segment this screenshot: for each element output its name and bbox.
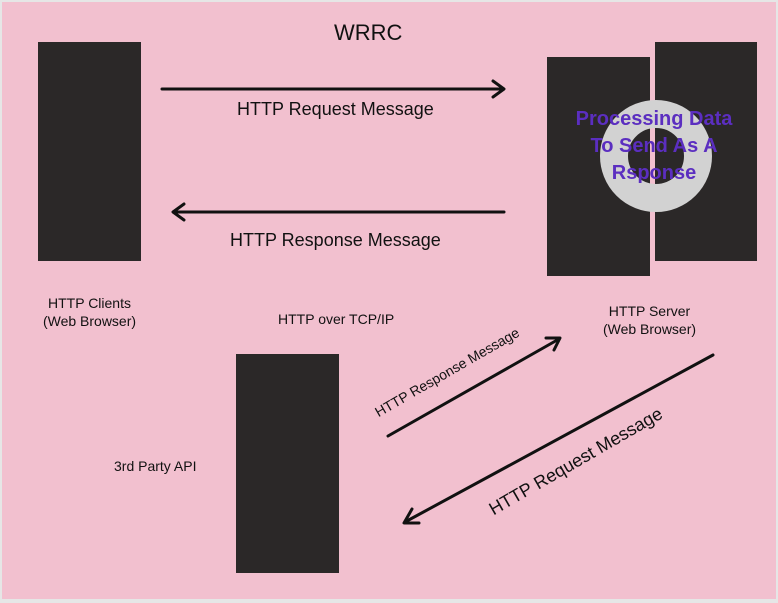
request-arrow-diagonal [402, 353, 715, 525]
http-client-block [38, 42, 141, 261]
processing-label: Processing Data To Send As A Rsponse [575, 108, 733, 184]
http-clients-line2: (Web Browser) [42, 313, 137, 329]
http-server-line2: (Web Browser) [602, 321, 697, 337]
request-arrow-top [160, 79, 506, 99]
http-clients-line1: HTTP Clients [48, 295, 131, 311]
diagram-title: WRRC [334, 20, 403, 45]
third-party-api-block [236, 354, 339, 573]
http-server-line1: HTTP Server [608, 303, 691, 319]
third-party-api-label: 3rd Party API [114, 458, 197, 474]
http-clients-label: HTTP Clients (Web Browser) [32, 294, 147, 330]
response-arrow-top [171, 202, 506, 222]
response-message-label: HTTP Response Message [230, 230, 441, 250]
request-message-label: HTTP Request Message [237, 99, 434, 119]
http-server-label: HTTP Server (Web Browser) [592, 302, 707, 338]
transport-label: HTTP over TCP/IP [278, 311, 395, 327]
response-arrow-diagonal [386, 336, 562, 438]
